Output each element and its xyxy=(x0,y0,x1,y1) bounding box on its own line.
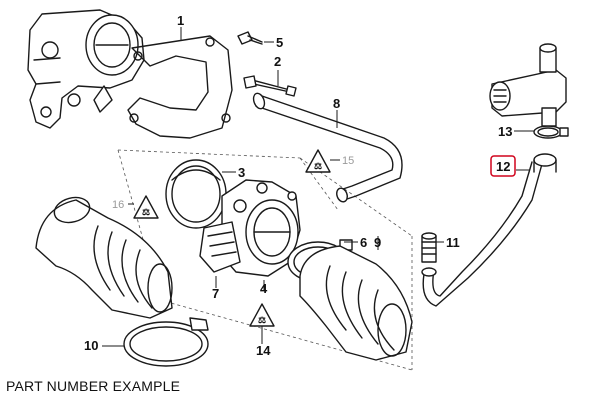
warning-glyph: ⚖ xyxy=(142,207,150,217)
part-label-3: 3 xyxy=(238,165,245,180)
warning-triangle-14: ⚖ xyxy=(249,303,275,327)
warning-triangle-15: ⚖ xyxy=(305,149,331,173)
part-label-2: 2 xyxy=(274,54,281,69)
bolt-2-drawing xyxy=(243,75,297,97)
warning-glyph: ⚖ xyxy=(314,161,322,171)
valve-drawing xyxy=(489,43,567,127)
part-label-6: 6 xyxy=(360,235,367,250)
part-label-8: 8 xyxy=(333,96,340,111)
actuator-4-drawing xyxy=(221,179,301,277)
part-label-7: 7 xyxy=(212,286,219,301)
part-label-14: 14 xyxy=(256,343,271,358)
leader-lines xyxy=(102,27,534,347)
ring-3-drawing xyxy=(165,159,227,229)
bolt-5-drawing xyxy=(237,31,263,45)
boot-9-drawing xyxy=(299,245,413,361)
part-label-1: 1 xyxy=(177,13,184,28)
sensor-7-drawing xyxy=(199,221,241,273)
clamp-10-drawing xyxy=(123,317,209,367)
part-label-16: 16 xyxy=(112,199,124,211)
part-label-5: 5 xyxy=(276,35,283,50)
part-label-15: 15 xyxy=(342,155,354,167)
warning-glyph: ⚖ xyxy=(258,315,266,325)
gasket-drawing xyxy=(127,35,233,139)
bellows-drawing xyxy=(35,196,173,319)
highlighted-part-12[interactable]: 12 xyxy=(490,155,516,177)
highlight-box xyxy=(490,155,516,177)
part-label-11: 11 xyxy=(446,235,460,250)
part-label-9: 9 xyxy=(374,235,381,250)
caption: PART NUMBER EXAMPLE xyxy=(6,378,181,394)
nipple-11-drawing xyxy=(421,232,437,263)
pipe-12-drawing xyxy=(421,153,557,307)
part-label-12[interactable]: 12 xyxy=(496,159,510,174)
part-label-13: 13 xyxy=(498,124,512,139)
hose-8-drawing xyxy=(252,92,403,203)
part-label-10: 10 xyxy=(84,338,98,353)
warning-triangle-16: ⚖ xyxy=(133,195,159,219)
throttle-housing-drawing xyxy=(27,9,145,129)
part-label-4: 4 xyxy=(260,281,268,296)
clamp-13-drawing xyxy=(533,125,569,139)
